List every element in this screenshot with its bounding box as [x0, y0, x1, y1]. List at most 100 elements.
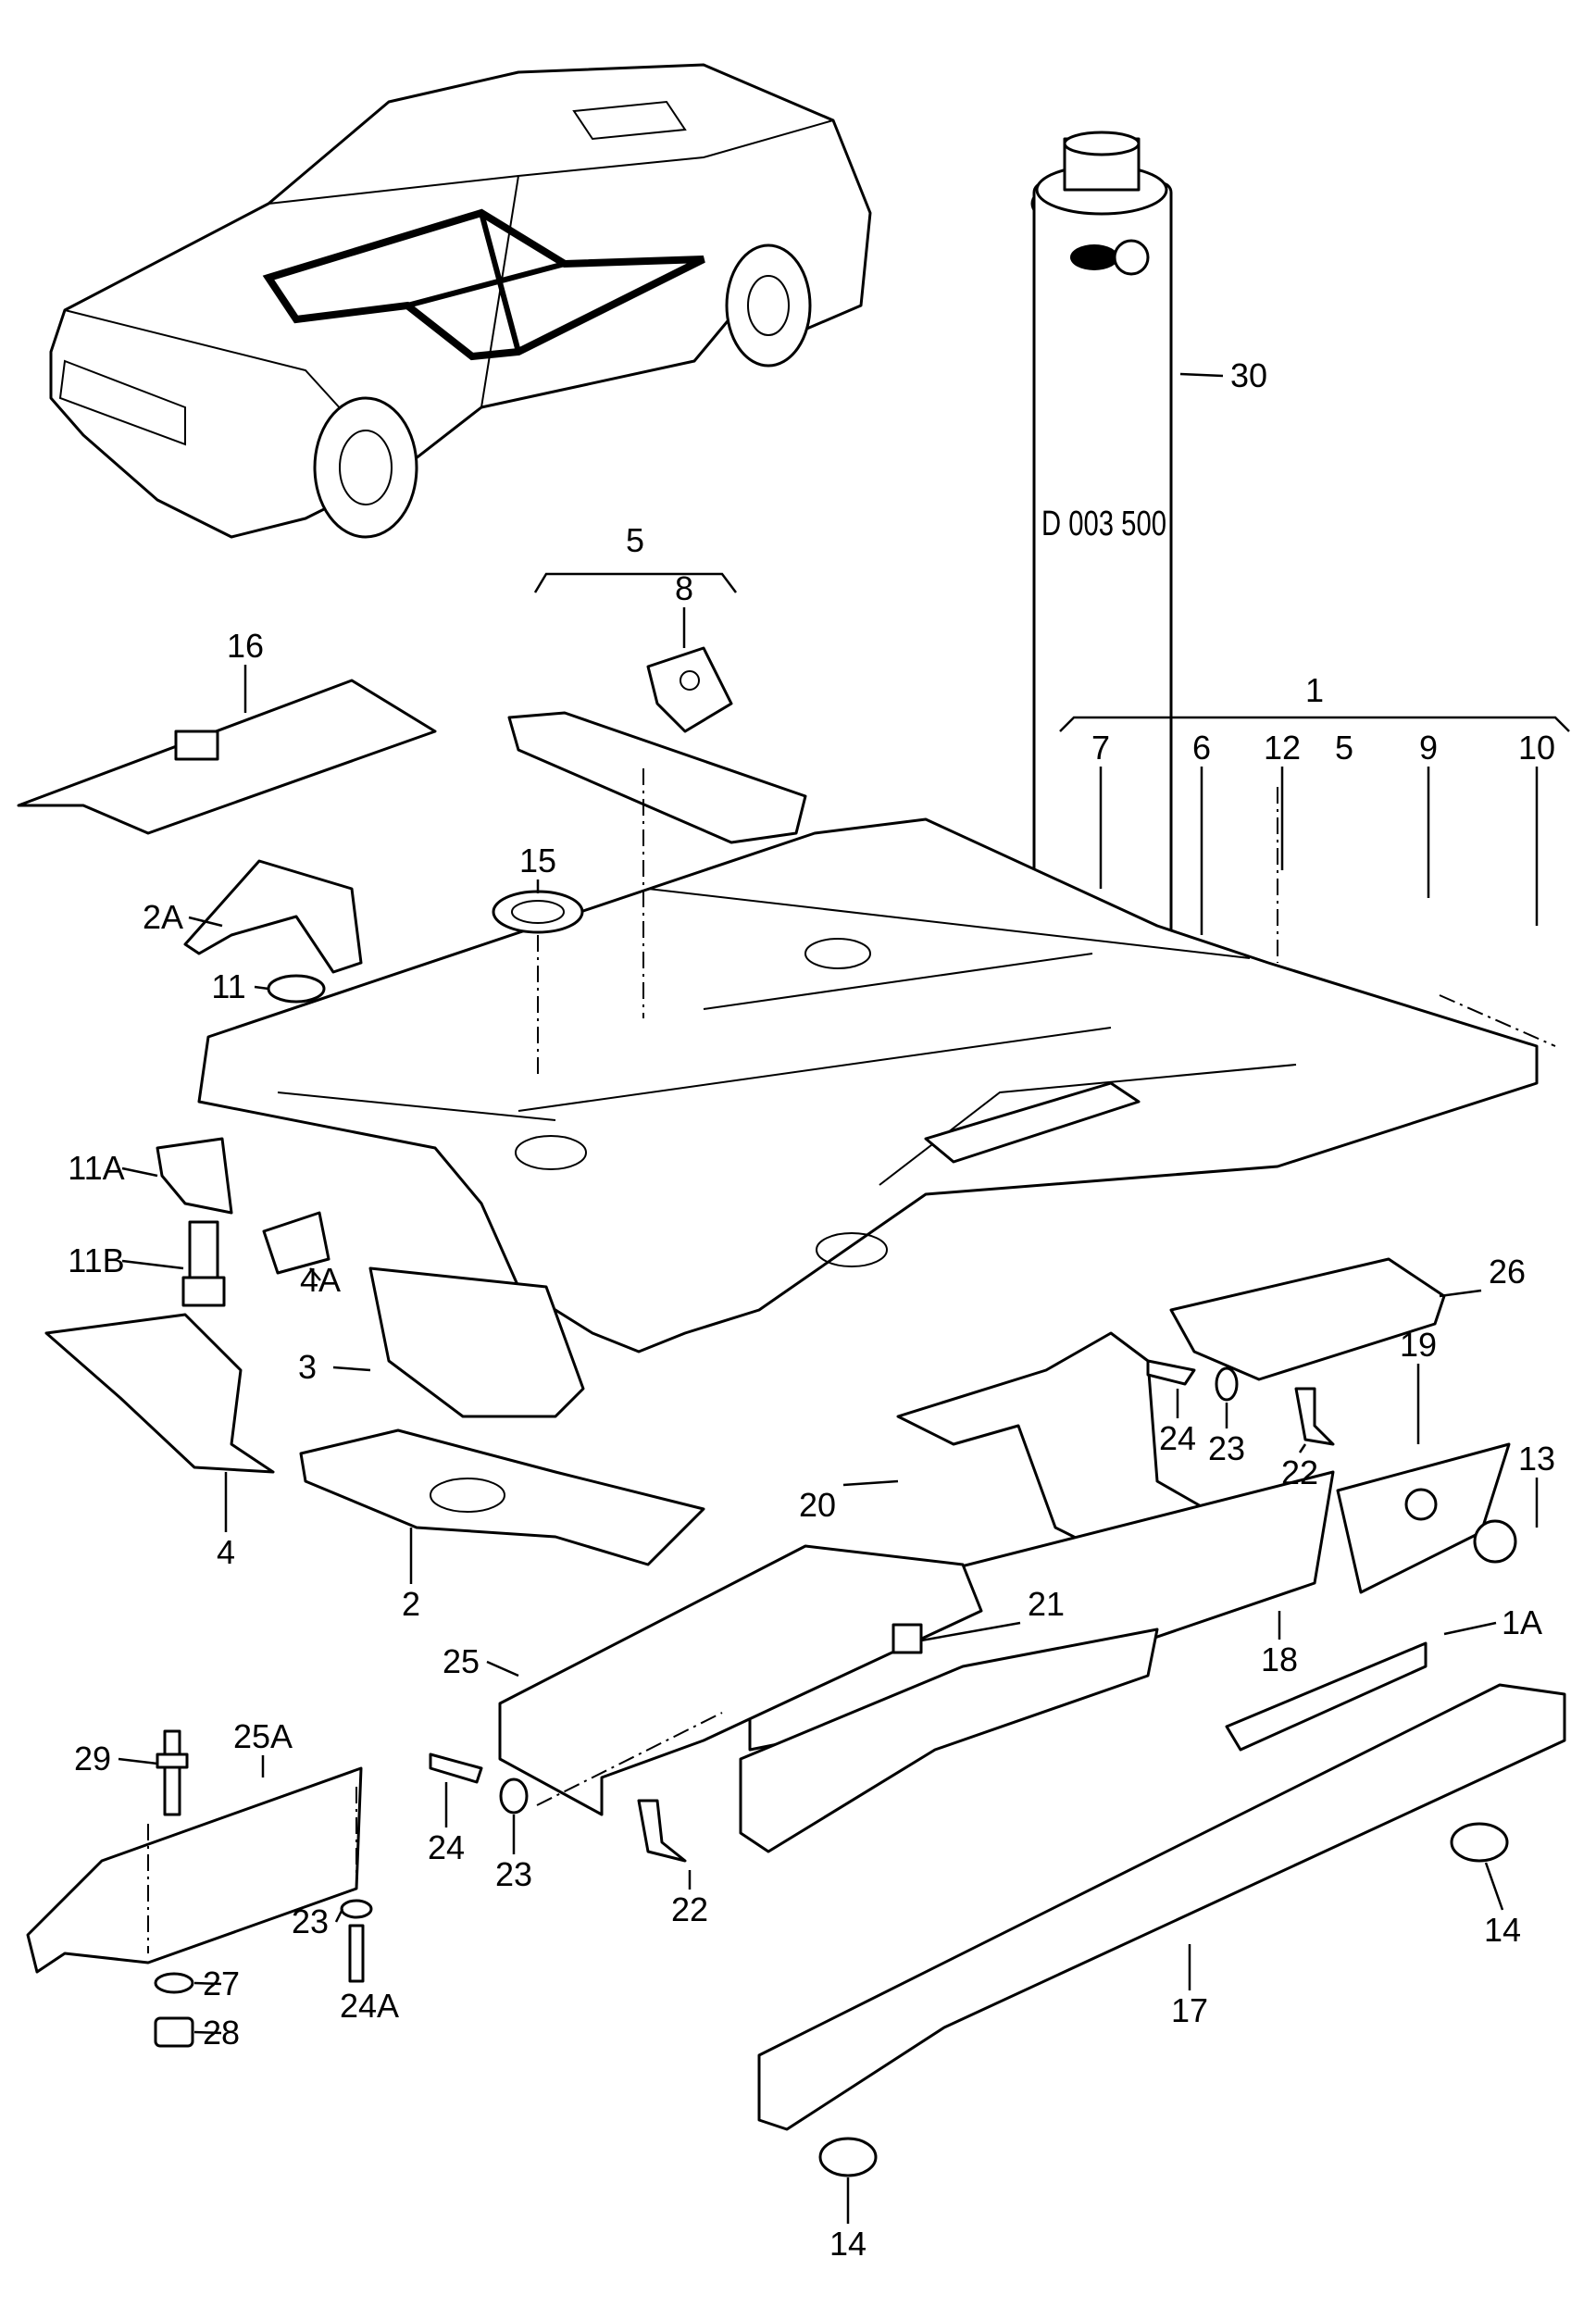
car-illustration — [49, 63, 872, 539]
part-14-grommet-upper — [1450, 1822, 1509, 1863]
sealant-can: D 003 500 — [1030, 131, 1173, 1018]
callout-label-24: 24 — [428, 1828, 465, 1866]
leader-line — [121, 1259, 184, 1270]
callout-label-25a: 25A — [233, 1717, 293, 1755]
part-23-washer-lower — [340, 1899, 373, 1919]
callout-label-14: 14 — [1484, 1911, 1521, 1949]
part-25A-heat-shield — [26, 1766, 363, 1974]
callout-label-30: 30 — [1230, 356, 1267, 394]
part-27-washer — [154, 1972, 194, 1994]
part-2-floor-section — [299, 1428, 705, 1566]
part-22-clip-lower — [637, 1799, 687, 1863]
part-23-washer — [1215, 1366, 1239, 1402]
callout-label-28: 28 — [203, 2014, 240, 2052]
callout-label-2: 2 — [402, 1585, 420, 1623]
part-11-grommet — [267, 974, 326, 1004]
leader-line — [1298, 1443, 1307, 1453]
callout-label-4: 4 — [217, 1533, 235, 1571]
callout-label-15: 15 — [519, 842, 556, 879]
callout-label-26: 26 — [1489, 1253, 1526, 1291]
audi-logo — [1070, 244, 1118, 270]
callout-label-17: 17 — [1171, 1991, 1208, 2029]
callout-label-23: 23 — [495, 1855, 532, 1893]
part-sill-lower — [739, 1628, 1159, 1853]
callout-label-22: 22 — [671, 1890, 708, 1928]
callout-label-2a: 2A — [143, 898, 183, 936]
callout-label-13: 13 — [1518, 1440, 1555, 1478]
callout-label-22: 22 — [1281, 1453, 1318, 1491]
part-11B-bolt — [181, 1220, 226, 1307]
callout-label-8: 8 — [675, 569, 693, 607]
part-15-grommet — [492, 890, 584, 934]
callout-label-14: 14 — [829, 2225, 867, 2263]
part-17-rocker-panel — [757, 1683, 1566, 2131]
part-16-tunnel-cover — [17, 679, 437, 835]
part-24A-screw — [348, 1924, 365, 1983]
callout-label-12: 12 — [1264, 729, 1301, 767]
part-14-grommet-lower — [818, 2137, 878, 2177]
leader-line — [332, 1366, 371, 1372]
part-11A-bracket — [156, 1137, 233, 1215]
leader-line — [334, 1908, 344, 1923]
part-24-screw-lower — [429, 1752, 483, 1784]
part-13-nut — [1473, 1519, 1517, 1564]
callout-label-11b: 11B — [68, 1241, 124, 1279]
part-26-heat-shield — [1169, 1257, 1446, 1381]
part-4-wheelhouse — [44, 1313, 275, 1474]
part-24-screw — [1146, 1359, 1196, 1386]
callout-label-29: 29 — [74, 1740, 111, 1777]
callout-label-27: 27 — [203, 1965, 240, 2002]
callout-label-23: 23 — [292, 1902, 329, 1940]
callout-label-21: 21 — [1028, 1585, 1065, 1623]
callout-label-11: 11 — [211, 967, 245, 1005]
leader-line — [254, 985, 269, 991]
leader-line — [193, 2030, 222, 2035]
callout-label-19: 19 — [1400, 1326, 1437, 1364]
floor-pan — [197, 817, 1539, 1353]
leader-line — [1179, 372, 1224, 378]
callout-label-1: 1 — [1305, 671, 1324, 709]
callout-label-24a: 24A — [340, 1987, 399, 2025]
leader-line — [1484, 1862, 1504, 1911]
group-bracket-5 — [533, 572, 737, 593]
part-19-bracket — [1336, 1442, 1511, 1594]
part-8-bracket — [646, 646, 733, 733]
callout-label-5: 5 — [626, 521, 644, 559]
leader-line — [1439, 1289, 1482, 1298]
part-1A-reinforcement — [1225, 1641, 1428, 1752]
leader-line — [193, 1981, 222, 1986]
leader-line — [309, 1267, 321, 1281]
callout-label-6: 6 — [1192, 729, 1211, 767]
callout-label-1a: 1A — [1502, 1603, 1542, 1641]
callout-label-3: 3 — [298, 1348, 317, 1386]
callout-label-11a: 11A — [68, 1149, 124, 1187]
part-3-panel — [368, 1266, 585, 1418]
leader-line — [1443, 1621, 1497, 1636]
callout-label-24: 24 — [1159, 1419, 1196, 1457]
callout-label-10: 10 — [1518, 729, 1555, 767]
leader-line — [842, 1479, 899, 1487]
part-5-crossmember — [507, 711, 807, 844]
part-22-clip — [1294, 1387, 1335, 1446]
leader-line — [121, 1166, 158, 1178]
vw-logo — [1113, 239, 1150, 276]
can-part-code: D 003 500 — [1041, 505, 1166, 543]
leader-line — [486, 1660, 519, 1678]
callout-label-20: 20 — [799, 1486, 836, 1524]
callout-label-9: 9 — [1419, 729, 1438, 767]
callout-label-4a: 4A — [300, 1261, 341, 1299]
part-29-stud — [156, 1729, 189, 1816]
callout-label-23: 23 — [1208, 1429, 1245, 1467]
part-28-nut — [154, 2016, 194, 2048]
callout-label-25: 25 — [443, 1642, 480, 1680]
leader-line — [188, 916, 223, 928]
group-bracket-1 — [1059, 716, 1570, 732]
leader-line — [920, 1621, 1021, 1642]
part-23-washer-mid — [499, 1777, 529, 1815]
leader-line — [118, 1757, 158, 1765]
part-25-heat-shield — [498, 1544, 983, 1816]
callout-label-5: 5 — [1335, 729, 1353, 767]
callout-label-16: 16 — [227, 627, 264, 665]
